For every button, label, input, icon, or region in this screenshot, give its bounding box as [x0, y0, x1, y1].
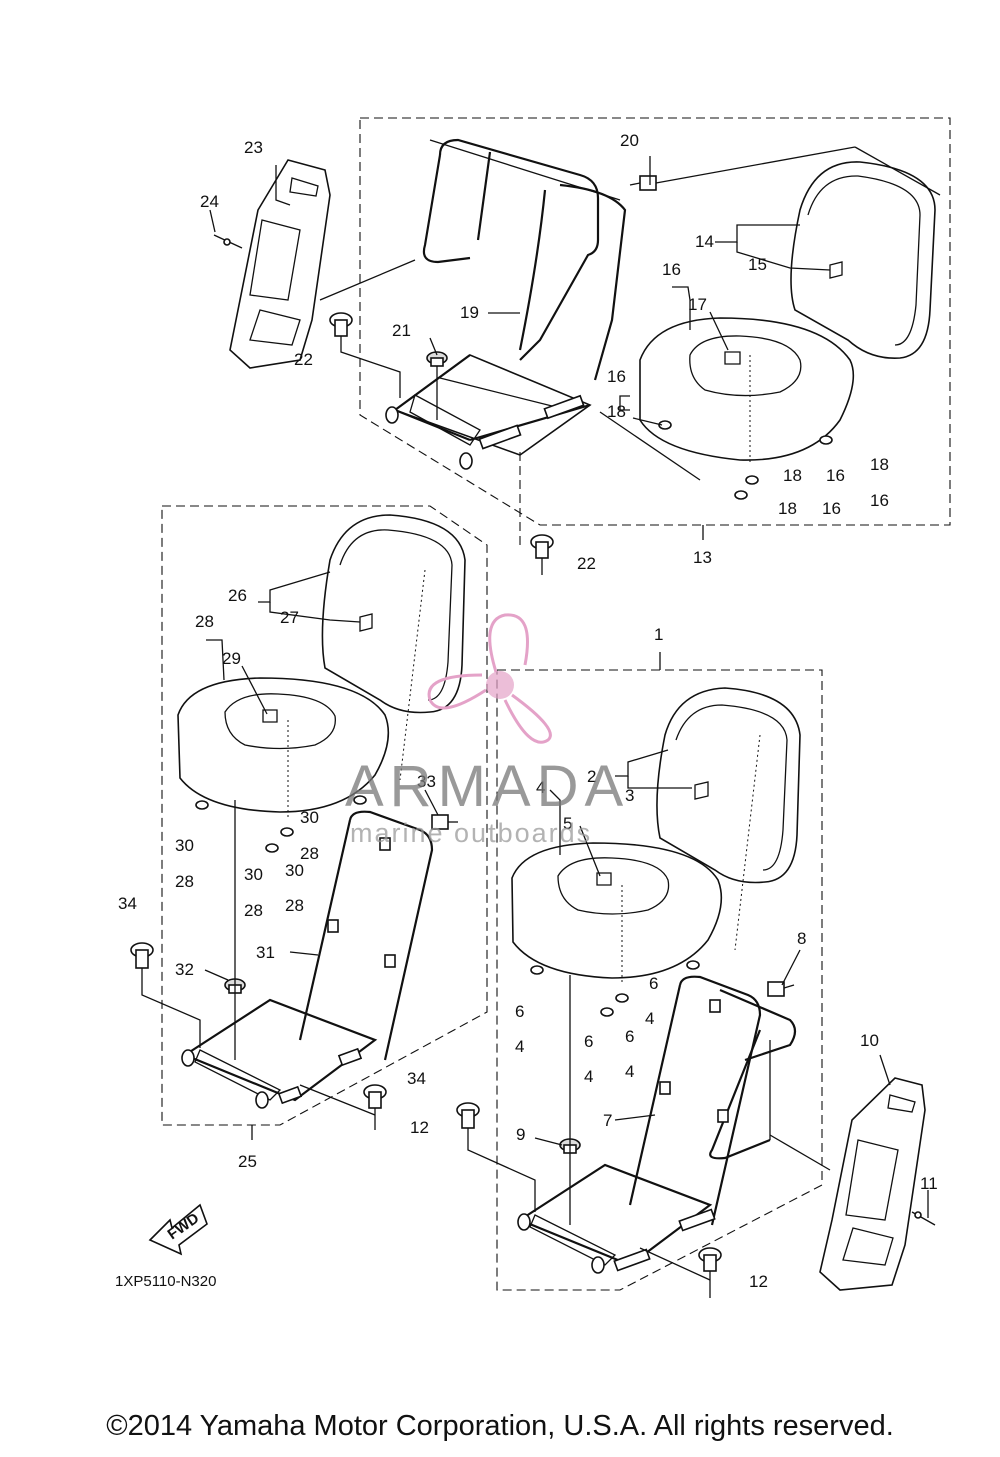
callout-8: 8 [797, 929, 806, 948]
callout-16-3: 16 [826, 466, 845, 485]
callout-2: 2 [587, 767, 596, 786]
callout-9: 9 [516, 1125, 525, 1144]
callout-6-4: 6 [625, 1027, 634, 1046]
callout-28-4: 28 [244, 901, 263, 920]
callout-28-5: 28 [285, 896, 304, 915]
backrest-2 [656, 687, 801, 951]
callout-6: 6 [649, 974, 658, 993]
bolt-34-right [299, 1084, 387, 1130]
callout-22-2: 22 [577, 554, 596, 573]
bolt-22-lower [519, 452, 554, 575]
callout-4-3: 4 [515, 1037, 524, 1056]
callout-10: 10 [860, 1031, 879, 1050]
callout-7: 7 [603, 1111, 612, 1130]
callout-13: 13 [693, 548, 712, 567]
callout-11: 11 [920, 1174, 938, 1193]
callout-16-5: 16 [870, 491, 889, 510]
bolt-8 [767, 981, 795, 997]
callout-26: 26 [228, 586, 247, 605]
callout-18-4: 18 [870, 455, 889, 474]
callout-18-3: 18 [778, 499, 797, 518]
callout-4-4: 4 [584, 1067, 593, 1086]
reference-code: 1XP5110-N320 [115, 1273, 216, 1290]
side-panel-23 [213, 159, 331, 369]
seat-frame-19 [385, 138, 627, 470]
fwd-arrow-icon: FWD [148, 1203, 208, 1256]
seat-frame-7 [517, 975, 797, 1274]
seat-frame-31 [181, 810, 434, 1109]
armada-watermark: ARMADA marine outboards [345, 613, 629, 848]
callout-16-4: 16 [822, 499, 841, 518]
callout-28: 28 [195, 612, 214, 631]
callout-31: 31 [256, 943, 275, 962]
watermark-tagline: marine outboards [350, 818, 592, 848]
callout-3: 3 [625, 786, 634, 805]
callout-6-2: 6 [515, 1002, 524, 1021]
callout-33: 33 [417, 772, 436, 791]
grommet-21 [426, 351, 448, 420]
callout-30: 30 [300, 808, 319, 827]
callout-18: 18 [607, 402, 626, 421]
bolt-12-right [639, 1247, 722, 1298]
callout-32: 32 [175, 960, 194, 979]
callout-22: 22 [294, 350, 313, 369]
leader-lines [204, 156, 929, 1218]
callout-24: 24 [200, 192, 219, 211]
callout-25: 25 [238, 1152, 257, 1171]
bolt-22-upper [329, 312, 401, 398]
assembly-25-border [161, 505, 488, 1140]
seat-cushion-28 [177, 677, 390, 820]
bolt-33 [431, 814, 458, 830]
callout-34-2: 34 [407, 1069, 426, 1088]
armada-propeller-logo [427, 613, 552, 744]
callout-30-4: 30 [285, 861, 304, 880]
assembly-13-border [359, 117, 951, 540]
callout-16: 16 [662, 260, 681, 279]
callout-4: 4 [536, 778, 545, 797]
cushion-damper-30 [195, 795, 367, 853]
callout-4-5: 4 [625, 1062, 634, 1081]
bolt-20 [629, 146, 941, 196]
copyright-footer: ©2014 Yamaha Motor Corporation, U.S.A. A… [106, 1410, 894, 1442]
callout-5: 5 [563, 814, 572, 833]
callout-34: 34 [118, 894, 137, 913]
callout-21: 21 [392, 321, 411, 340]
callout-29: 29 [222, 649, 241, 668]
callout-23: 23 [244, 138, 263, 157]
callout-4-2: 4 [645, 1009, 654, 1028]
callout-14: 14 [695, 232, 714, 251]
callout-28-2: 28 [300, 844, 319, 863]
callout-19: 19 [460, 303, 479, 322]
side-panel-10 [819, 1077, 936, 1291]
seat-cushion-4 [511, 842, 723, 985]
callout-28-3: 28 [175, 872, 194, 891]
watermark-brand: ARMADA [345, 754, 629, 819]
callout-30-2: 30 [175, 836, 194, 855]
assembly-1-border [496, 652, 823, 1291]
seat-cushion-16 [639, 317, 855, 465]
callout-16-2: 16 [607, 367, 626, 386]
backrest-26 [321, 514, 466, 781]
cushion-damper-6 [530, 960, 700, 1017]
callout-12: 12 [410, 1118, 429, 1137]
grommet-32 [224, 800, 246, 1060]
callout-1: 1 [654, 625, 663, 644]
bolt-34-left [130, 942, 201, 1048]
callout-30-3: 30 [244, 865, 263, 884]
backrest-14 [790, 161, 936, 359]
callout-20: 20 [620, 131, 639, 150]
grommet-9 [559, 975, 581, 1225]
callout-12-2: 12 [749, 1272, 768, 1291]
callout-27: 27 [280, 608, 299, 627]
callout-6-3: 6 [584, 1032, 593, 1051]
cushion-damper-18-upper [658, 420, 833, 500]
callout-17: 17 [688, 295, 707, 314]
bolt-12-left [456, 1102, 536, 1212]
callout-18-2: 18 [783, 466, 802, 485]
